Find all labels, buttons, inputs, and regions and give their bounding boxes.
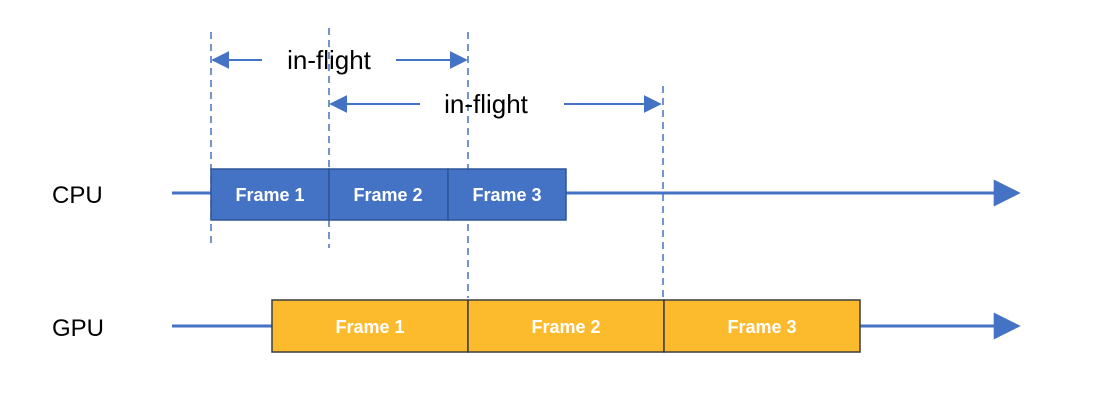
gpu-frame-2-label: Frame 2 bbox=[531, 317, 600, 337]
inflight-2-label: in-flight bbox=[444, 89, 529, 119]
cpu-frame-3-label: Frame 3 bbox=[472, 185, 541, 205]
cpu-frame-1: Frame 1 bbox=[210, 168, 330, 221]
gpu-frame-2: Frame 2 bbox=[467, 299, 665, 353]
gpu-frame-3-label: Frame 3 bbox=[727, 317, 796, 337]
gpu-frame-1: Frame 1 bbox=[271, 299, 469, 353]
cpu-frame-2: Frame 2 bbox=[328, 168, 449, 221]
inflight-1-label: in-flight bbox=[287, 45, 372, 75]
gpu-frame-2-box bbox=[467, 299, 665, 353]
cpu-frame-3-box bbox=[447, 168, 567, 221]
cpu-frame-1-box bbox=[210, 168, 330, 221]
gpu-frame-3-box bbox=[663, 299, 861, 353]
gpu-frame-1-box bbox=[271, 299, 469, 353]
cpu-frame-1-label: Frame 1 bbox=[235, 185, 304, 205]
cpu-frame-3: Frame 3 bbox=[447, 168, 567, 221]
cpu-lane-label: CPU bbox=[52, 182, 103, 209]
gpu-lane-label: GPU bbox=[52, 315, 104, 342]
gpu-frame-3: Frame 3 bbox=[663, 299, 861, 353]
cpu-frame-2-label: Frame 2 bbox=[353, 185, 422, 205]
gpu-frame-1-label: Frame 1 bbox=[335, 317, 404, 337]
